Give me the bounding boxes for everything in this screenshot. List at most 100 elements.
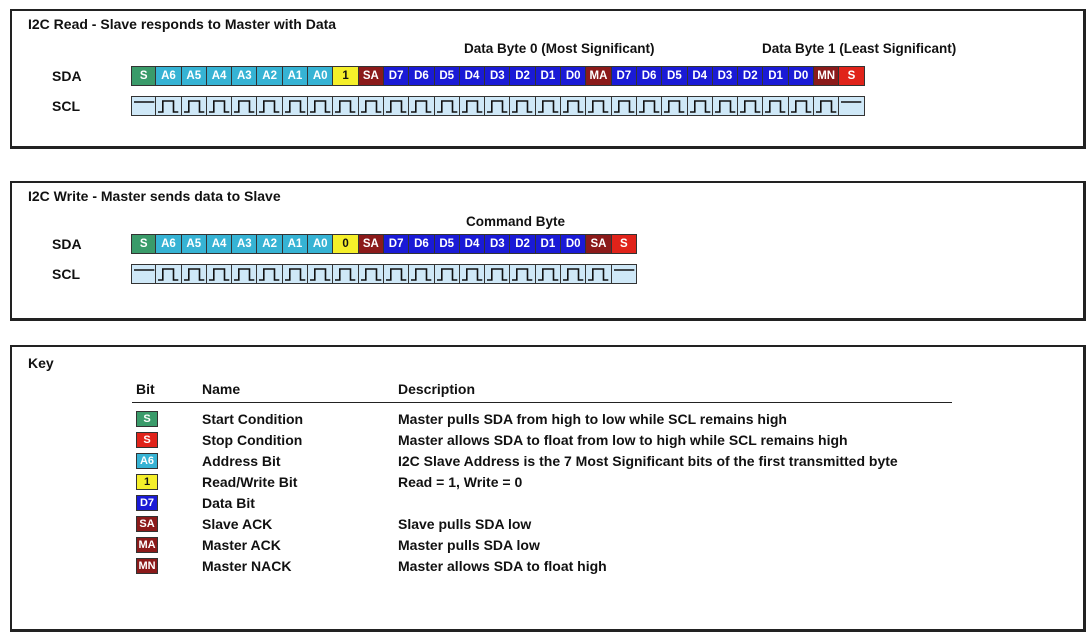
header-bit: Bit <box>136 381 155 397</box>
scl-pulse <box>814 96 840 116</box>
sda-bit-data: D7 <box>611 66 637 86</box>
key-description: Slave pulls SDA low <box>398 516 532 532</box>
scl-pulse <box>434 96 460 116</box>
scl-pulse <box>712 96 739 116</box>
key-description: Read = 1, Write = 0 <box>398 474 523 490</box>
sda-bit-address: A5 <box>181 66 207 86</box>
scl-pulse <box>510 264 536 284</box>
sda-bit-data: D5 <box>434 234 460 254</box>
key-name: Read/Write Bit <box>202 474 298 490</box>
sda-label: SDA <box>52 236 82 252</box>
sda-bit-start: S <box>131 66 157 86</box>
sda-bit-master-ack: MA <box>586 66 612 86</box>
scl-pulse <box>409 264 435 284</box>
scl-idle-high <box>839 96 865 116</box>
scl-pulse <box>257 264 283 284</box>
sda-bit-master-nack: MN <box>814 66 840 86</box>
sda-bit-address: A2 <box>257 66 283 86</box>
sda-bit-address: A4 <box>206 66 233 86</box>
key-name: Slave ACK <box>202 516 273 532</box>
data-byte-1-label: Data Byte 1 (Least Significant) <box>762 41 957 56</box>
key-description: Master allows SDA to float high <box>398 558 607 574</box>
sda-bit-stop: S <box>839 66 865 86</box>
key-bit-swatch: A6 <box>136 453 158 469</box>
scl-pulse <box>561 96 587 116</box>
scl-label: SCL <box>52 266 80 282</box>
scl-pulse <box>459 96 486 116</box>
key-row: D7 Data Bit <box>12 495 1082 513</box>
sda-bit-address: A0 <box>308 234 334 254</box>
scl-pulse <box>586 96 612 116</box>
sda-bit-address: A6 <box>156 66 182 86</box>
scl-pulse <box>206 264 233 284</box>
key-name: Master NACK <box>202 558 292 574</box>
key-row: 1 Read/Write Bit Read = 1, Write = 0 <box>12 474 1082 492</box>
scl-pulse <box>156 264 182 284</box>
scl-pulse <box>485 264 511 284</box>
sda-bit-data: D7 <box>383 234 410 254</box>
sda-bit-address: A3 <box>232 234 258 254</box>
key-bit-swatch: 1 <box>136 474 158 490</box>
sda-bit-data: D3 <box>485 234 511 254</box>
key-title: Key <box>28 355 54 371</box>
scl-pulse <box>358 96 384 116</box>
scl-pulse <box>738 96 764 116</box>
scl-pulse <box>459 264 486 284</box>
sda-bit-address: A2 <box>257 234 283 254</box>
scl-pulse <box>181 264 207 284</box>
sda-bit-address: A1 <box>282 234 309 254</box>
sda-bit-data: D3 <box>485 66 511 86</box>
scl-idle-high <box>131 264 157 284</box>
sda-bit-data: D6 <box>409 66 435 86</box>
read-panel: I2C Read - Slave responds to Master with… <box>10 9 1086 149</box>
sda-bit-slave-ack: SA <box>586 234 612 254</box>
scl-pulse <box>763 96 789 116</box>
header-name: Name <box>202 381 241 397</box>
sda-bit-data: D1 <box>535 234 562 254</box>
scl-pulse <box>535 264 562 284</box>
read-panel-title: I2C Read - Slave responds to Master with… <box>28 16 337 32</box>
key-bit-swatch: D7 <box>136 495 158 511</box>
scl-pulse <box>510 96 536 116</box>
key-bit-swatch: SA <box>136 516 158 532</box>
scl-pulse <box>434 264 460 284</box>
sda-bit-rw: 1 <box>333 66 359 86</box>
sda-bit-address: A0 <box>308 66 334 86</box>
sda-bit-stop: S <box>611 234 637 254</box>
read-scl-row <box>131 96 865 116</box>
key-description: I2C Slave Address is the 7 Most Signific… <box>398 453 898 469</box>
key-bit-swatch: MN <box>136 558 158 574</box>
scl-pulse <box>181 96 207 116</box>
key-description: Master pulls SDA low <box>398 537 540 553</box>
sda-bit-data: D5 <box>662 66 688 86</box>
scl-idle-high <box>611 264 637 284</box>
scl-pulse <box>788 96 815 116</box>
key-bit-swatch: MA <box>136 537 158 553</box>
key-name: Start Condition <box>202 411 304 427</box>
scl-pulse <box>383 96 410 116</box>
sda-bit-data: D1 <box>763 66 789 86</box>
scl-pulse <box>333 264 359 284</box>
sda-bit-address: A1 <box>282 66 309 86</box>
sda-bit-data: D0 <box>561 234 587 254</box>
scl-pulse <box>232 96 258 116</box>
scl-pulse <box>308 96 334 116</box>
scl-pulse <box>156 96 182 116</box>
scl-label: SCL <box>52 98 80 114</box>
key-name: Data Bit <box>202 495 255 511</box>
scl-pulse <box>636 96 663 116</box>
scl-pulse <box>257 96 283 116</box>
sda-bit-address: A5 <box>181 234 207 254</box>
scl-pulse <box>687 96 713 116</box>
write-scl-row <box>131 264 637 284</box>
key-description: Master allows SDA to float from low to h… <box>398 432 848 448</box>
sda-bit-data: D5 <box>434 66 460 86</box>
scl-pulse <box>662 96 688 116</box>
sda-bit-data: D2 <box>738 66 764 86</box>
